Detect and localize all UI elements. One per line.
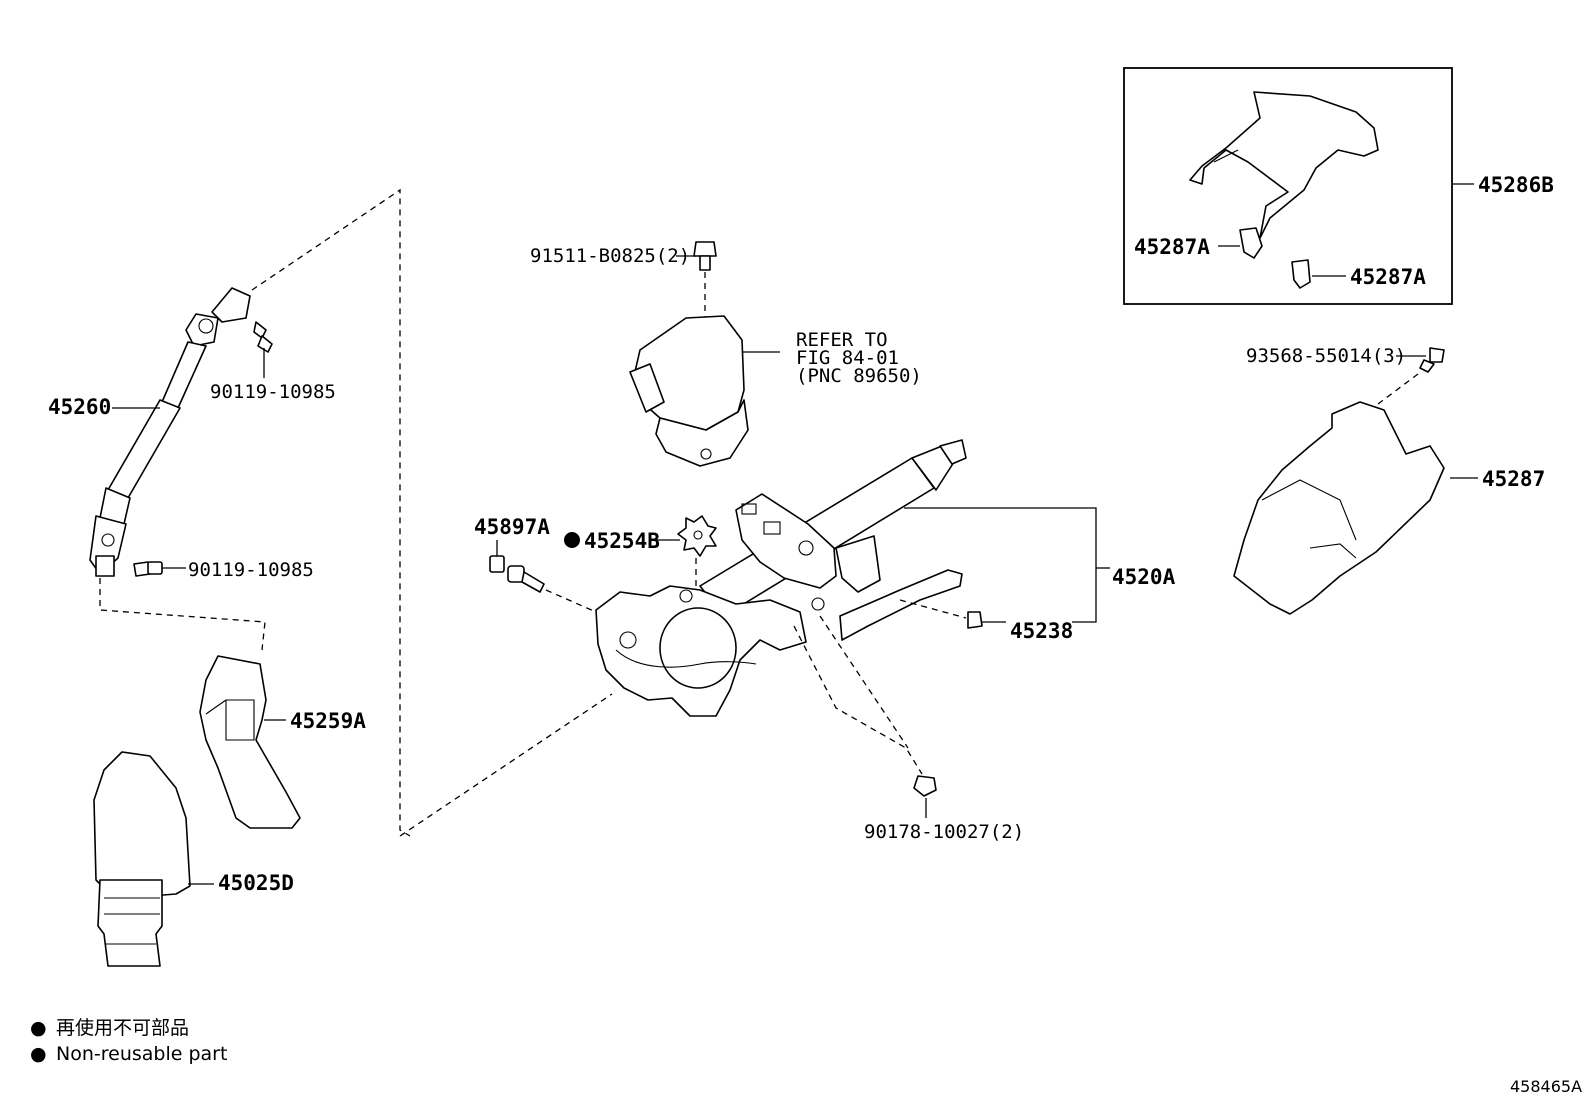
clip-45287A-right[interactable] (1291, 259, 1311, 289)
bolt-45897A[interactable] (489, 555, 545, 593)
spring-45254B[interactable] (677, 515, 717, 557)
legend-bullet-jp: ● (30, 1017, 47, 1039)
label-45287: 45287 (1482, 467, 1545, 491)
label-45260: 45260 (48, 395, 111, 419)
upper-column-cover-45286B[interactable] (1189, 91, 1379, 239)
label-45286B: 45286B (1478, 173, 1554, 197)
bolt-91511[interactable] (693, 241, 717, 271)
steering-motor-reference (629, 315, 749, 467)
label-90119-lower: 90119-10985 (188, 559, 314, 581)
legend: ● 再使用不可部品 ● Non-reusable part (30, 1017, 227, 1065)
cover-kit-box-45286B (1123, 67, 1453, 305)
label-90119-upper: 90119-10985 (210, 381, 336, 403)
label-45259A: 45259A (290, 709, 366, 733)
label-45025D: 45025D (218, 871, 294, 895)
refer-text-line2: FIG 84-01 (796, 347, 899, 369)
column-hole-boot-45025D[interactable] (93, 751, 191, 967)
label-45897A: 45897A (474, 515, 550, 539)
label-91511: 91511-B0825(2) (530, 245, 690, 267)
screw-93568[interactable] (1419, 347, 1445, 373)
legend-japanese: 再使用不可部品 (56, 1017, 189, 1039)
label-4520A: 4520A (1112, 565, 1176, 589)
non-reusable-marker-45254B (564, 532, 580, 548)
label-93568: 93568-55014(3) (1246, 345, 1406, 367)
label-90178: 90178-10027(2) (864, 821, 1024, 843)
bolt-90119-lower[interactable] (133, 561, 163, 577)
clip-45287A-left[interactable] (1239, 227, 1263, 259)
label-45287A-left: 45287A (1134, 235, 1210, 259)
nut-90178[interactable] (913, 775, 937, 797)
bolt-45238[interactable] (967, 611, 983, 629)
legend-english: Non-reusable part (56, 1043, 227, 1065)
column-hole-cover-45259A[interactable] (199, 655, 301, 829)
lower-column-cover-45287[interactable] (1233, 401, 1445, 615)
refer-text-line1: REFER TO (796, 329, 888, 351)
refer-text-line3: (PNC 89650) (796, 365, 922, 387)
bolt-90119-upper[interactable] (253, 321, 273, 353)
label-45254B: 45254B (584, 529, 660, 553)
legend-bullet-en: ● (30, 1043, 47, 1065)
label-45238: 45238 (1010, 619, 1073, 643)
figure-id: 458465A (1510, 1077, 1582, 1096)
intermediate-shaft-45260[interactable] (89, 287, 251, 577)
steering-column-assembly-4520A[interactable] (595, 439, 967, 717)
label-45287A-right: 45287A (1350, 265, 1426, 289)
